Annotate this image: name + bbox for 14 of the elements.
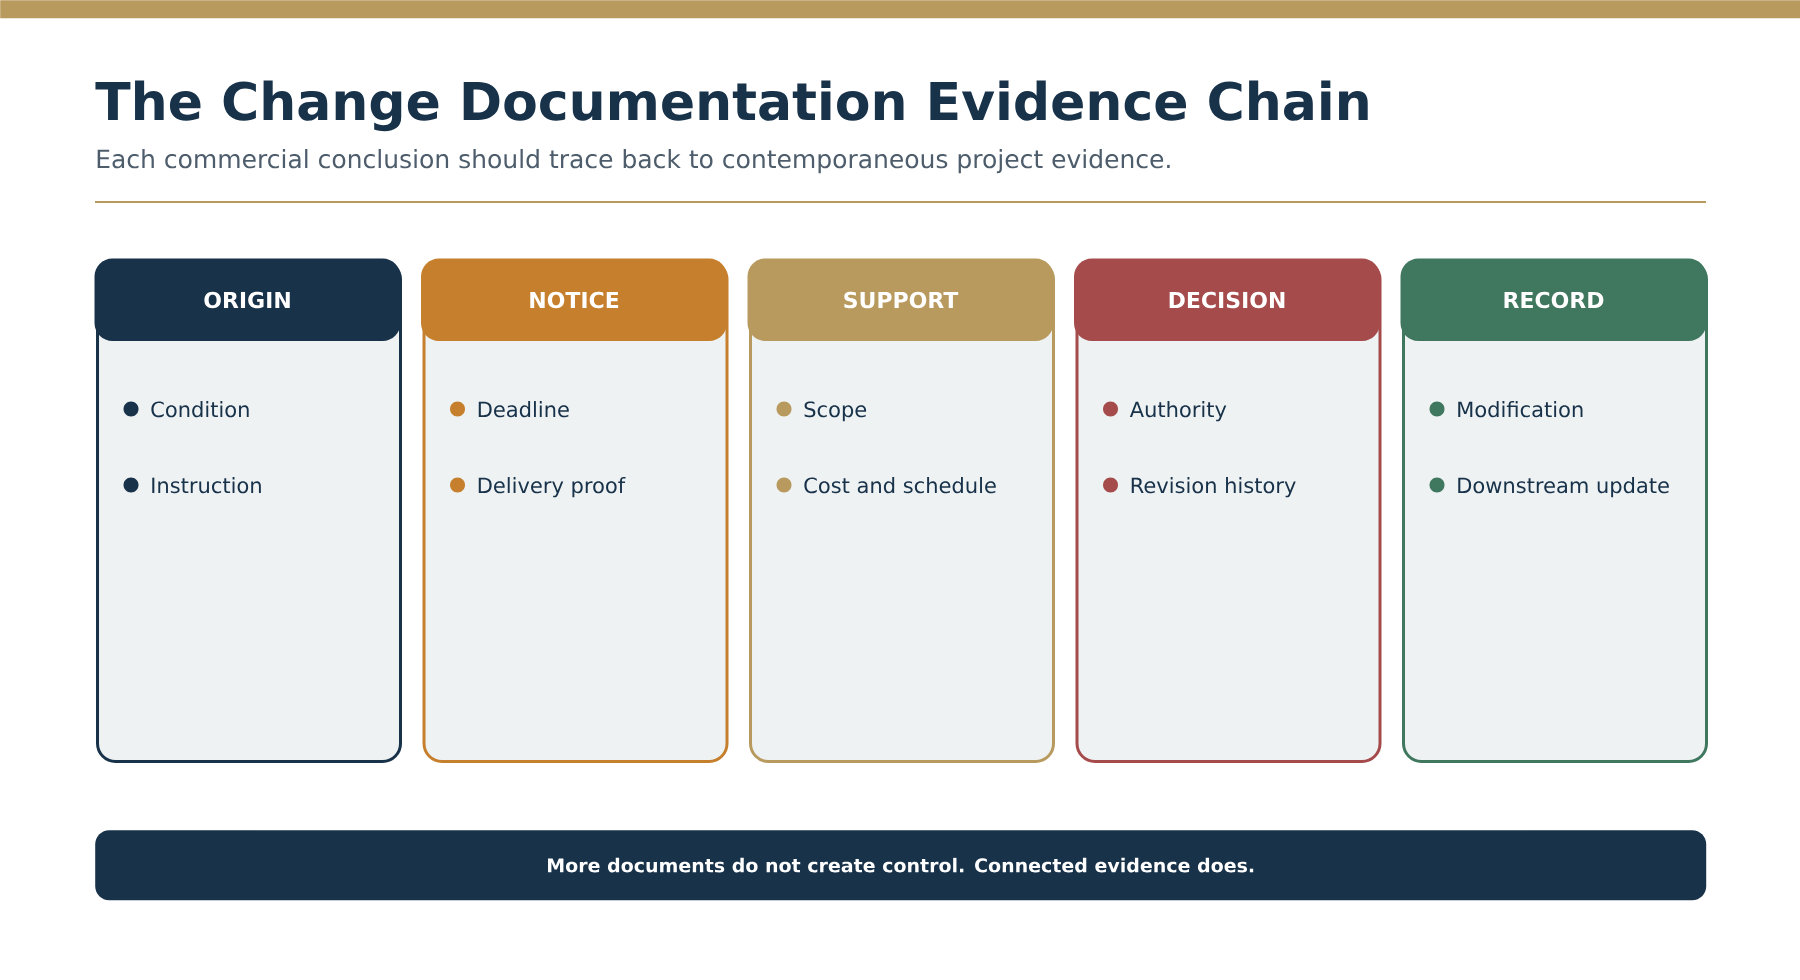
banner: More documents do not create control. Connected evidence does.	[95, 830, 1707, 901]
list-item: Instruction	[152, 477, 261, 494]
list-item: Cost and schedule	[804, 477, 996, 494]
subtitle: Each commercial conclusion should trace back to contemporaneous project evidence.	[97, 149, 1170, 174]
list-item: Delivery proof	[478, 477, 626, 498]
top-band	[0, 0, 1800, 19]
list-item: Scope	[804, 401, 867, 422]
list-item: Downstream update	[1458, 477, 1669, 498]
list-item: Revision history	[1131, 477, 1296, 498]
list-item: Authority	[1129, 401, 1227, 422]
list-item: Condition	[151, 401, 249, 418]
list-item: Modification	[1458, 401, 1583, 418]
title: The Change Documentation Evidence Chain	[95, 80, 1368, 132]
list-item: Deadline	[478, 401, 569, 418]
